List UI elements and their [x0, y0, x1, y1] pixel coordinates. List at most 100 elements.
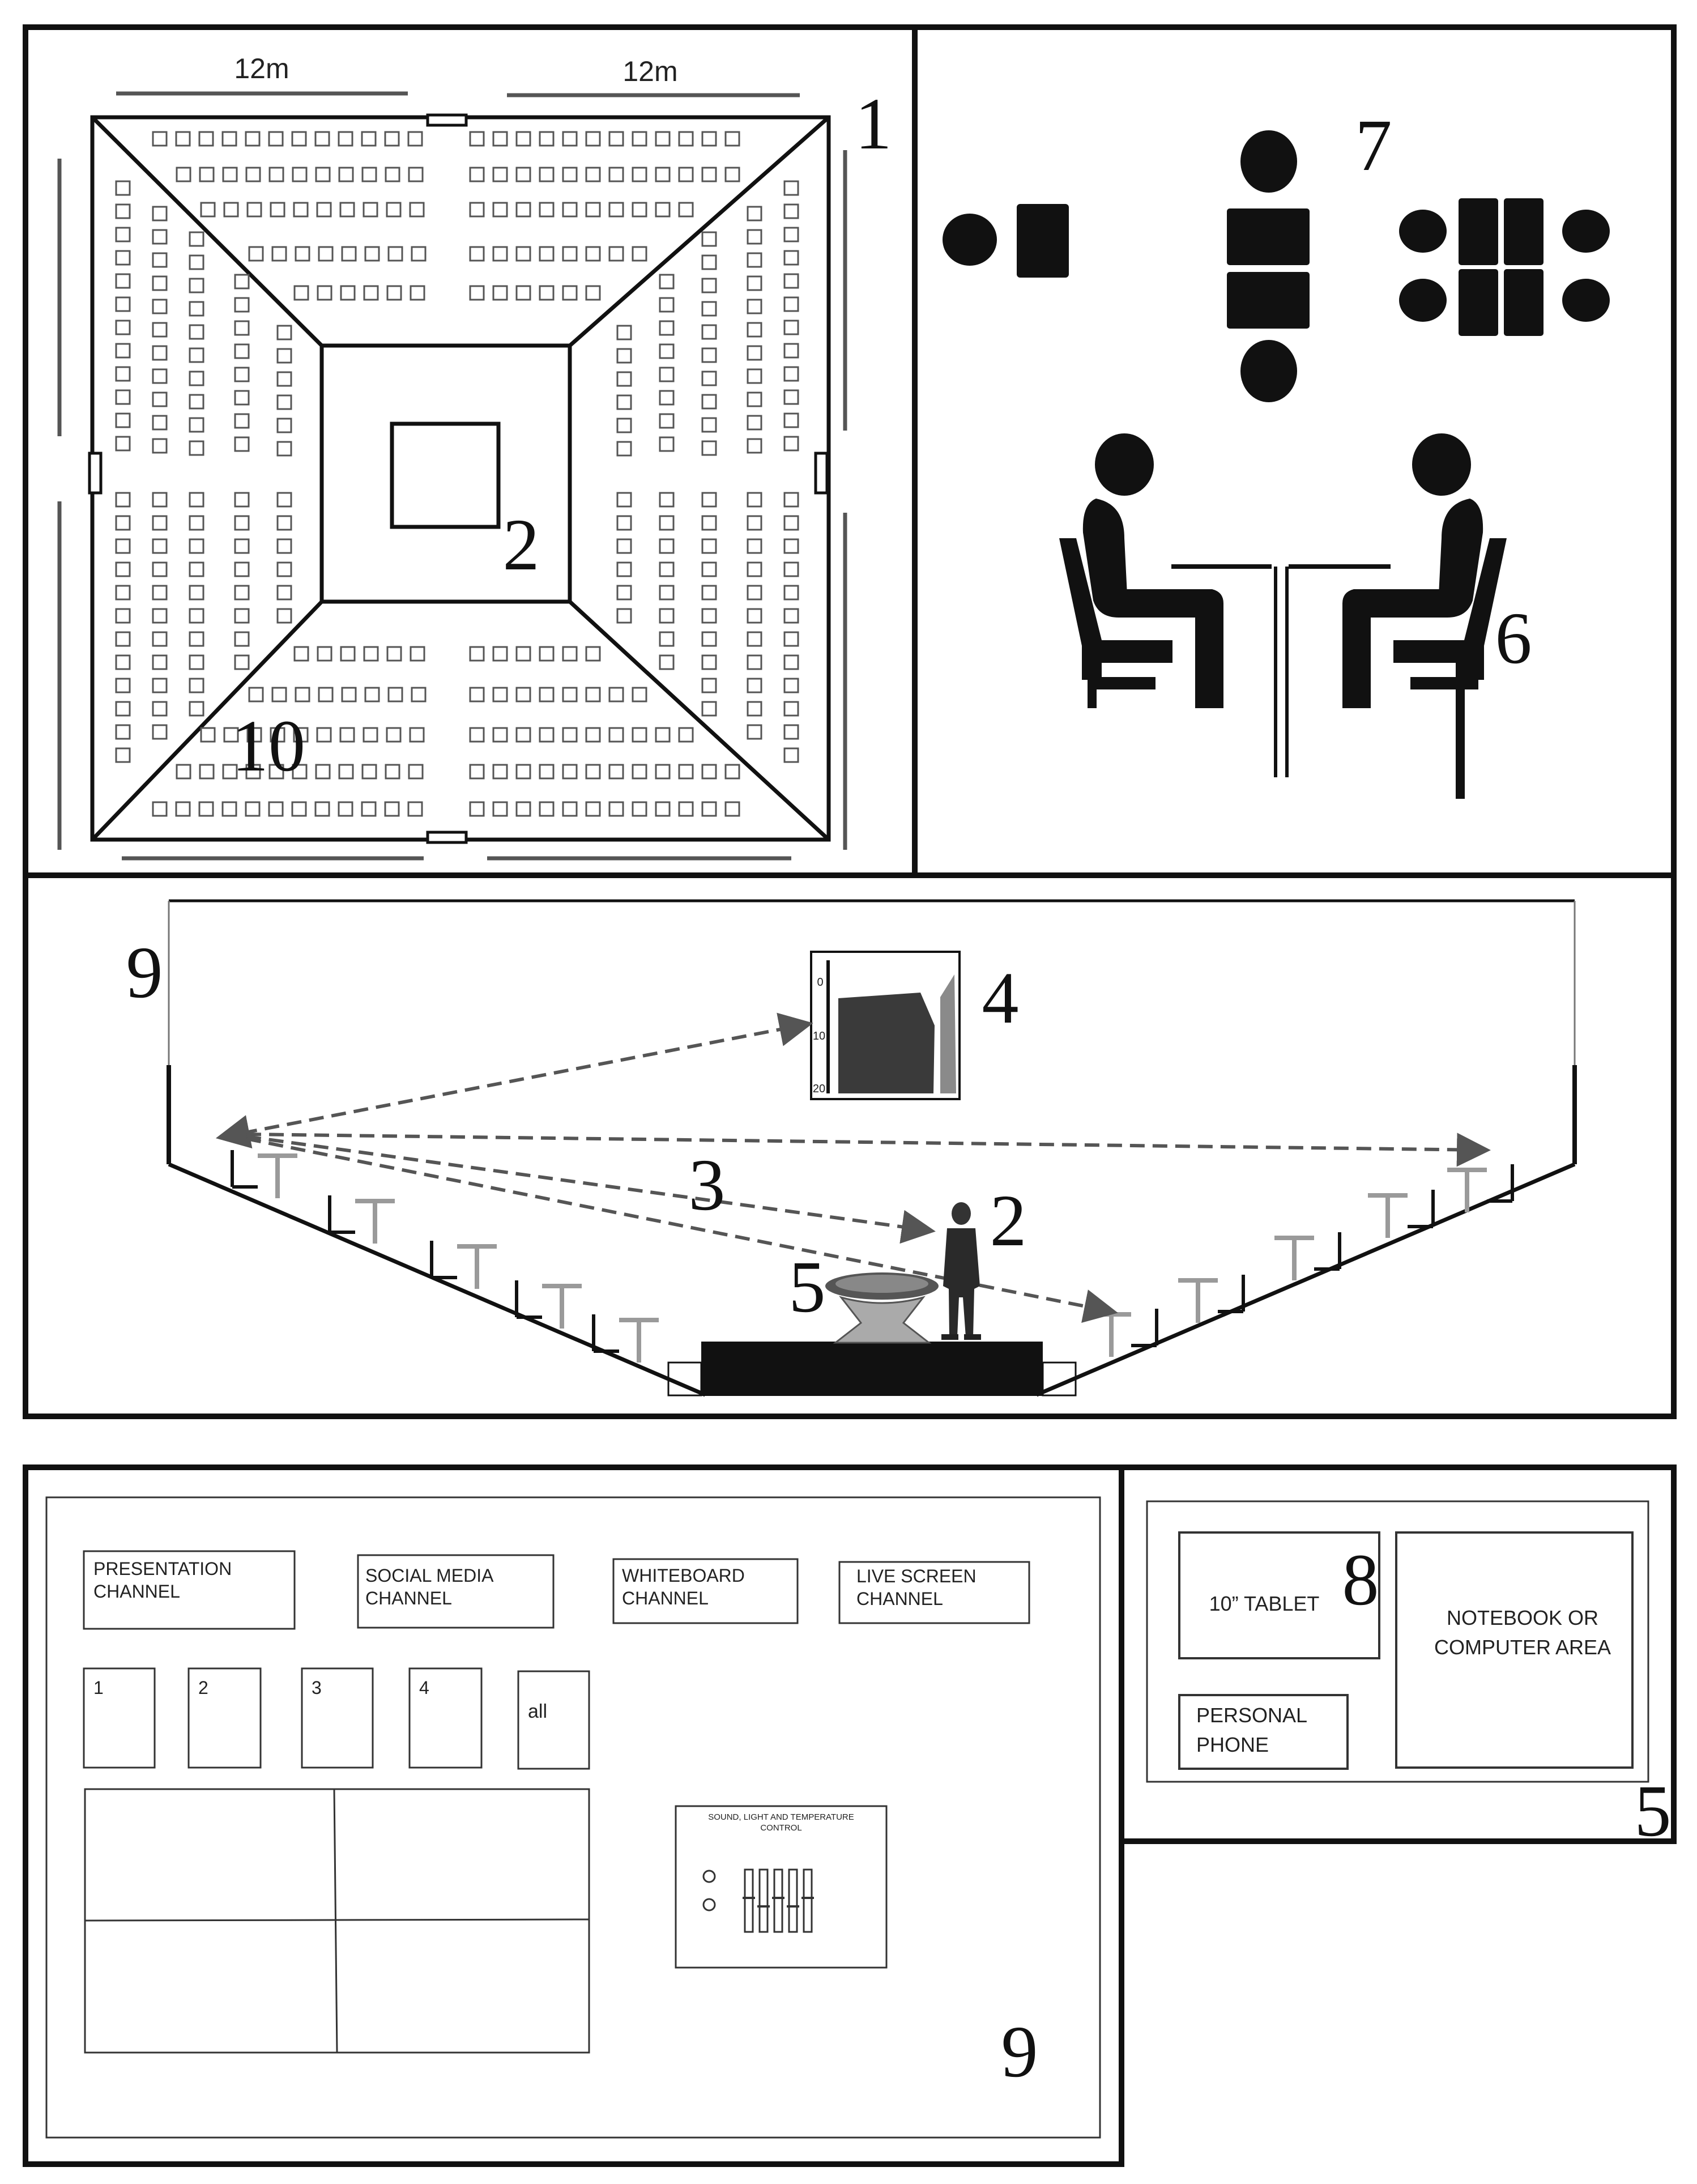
seat: [783, 320, 799, 335]
presentation-channel-button[interactable]: [83, 1550, 296, 1630]
seat: [316, 202, 332, 218]
seat: [189, 347, 204, 363]
seat: [659, 343, 675, 359]
seat: [245, 801, 261, 817]
seat: [221, 131, 237, 147]
seat: [234, 320, 250, 336]
seat: [234, 367, 250, 382]
screen-4-button[interactable]: [408, 1667, 483, 1769]
seat: [339, 202, 355, 218]
seat: [515, 246, 531, 262]
seat: [678, 202, 694, 218]
seat: [189, 301, 204, 317]
seat: [585, 646, 601, 662]
slider-track[interactable]: [803, 1868, 813, 1933]
seat: [747, 252, 762, 268]
seat: [539, 801, 555, 817]
slider-track[interactable]: [758, 1868, 769, 1933]
seat: [701, 301, 717, 317]
lectern: [390, 422, 501, 529]
lecturer-figure: [941, 1202, 981, 1340]
seat: [152, 801, 168, 817]
screen-2-label: 2: [198, 1678, 208, 1698]
seat: [469, 687, 485, 703]
seat: [659, 538, 675, 554]
seat: [291, 801, 307, 817]
seat: [189, 515, 204, 531]
seat: [363, 727, 378, 743]
seat: [515, 646, 531, 662]
seat: [115, 389, 131, 405]
seat: [361, 131, 377, 147]
seat: [223, 727, 239, 743]
seat: [152, 299, 168, 314]
screen-2-button[interactable]: [187, 1667, 262, 1769]
seat-icon: [1399, 279, 1447, 322]
seat: [115, 227, 131, 242]
seat: [115, 492, 131, 508]
control-sliders: [743, 1868, 814, 1933]
seat: [469, 202, 485, 218]
seat: [152, 391, 168, 407]
seat: [585, 167, 601, 182]
slider-track[interactable]: [744, 1868, 754, 1933]
screen-all-button[interactable]: [517, 1670, 590, 1770]
screen-all-label: all: [528, 1701, 547, 1722]
dimension-left-label: 12m: [234, 53, 289, 84]
seat: [293, 727, 309, 743]
tier-seat: [1178, 1275, 1245, 1323]
screen-3-label: 3: [312, 1678, 322, 1698]
seat: [234, 654, 250, 670]
seat: [585, 764, 601, 780]
stage-step-right: [1042, 1361, 1077, 1397]
seat: [276, 418, 292, 433]
seat: [724, 801, 740, 817]
slider-track[interactable]: [788, 1868, 798, 1933]
screen-1-button[interactable]: [83, 1667, 156, 1769]
seat: [410, 285, 425, 301]
seat: [316, 727, 332, 743]
seat: [245, 764, 261, 780]
seat: [407, 801, 423, 817]
control-knob-1[interactable]: [702, 1870, 716, 1883]
seat: [783, 203, 799, 219]
seat: [363, 202, 378, 218]
seat: [585, 727, 601, 743]
seat: [515, 167, 531, 182]
seat: [701, 608, 717, 624]
seat: [783, 631, 799, 647]
seat: [276, 585, 292, 601]
seat: [271, 687, 287, 703]
seat: [655, 764, 671, 780]
seat: [234, 608, 250, 624]
seat: [783, 585, 799, 601]
whiteboard-channel-button[interactable]: [612, 1558, 799, 1624]
seat: [293, 202, 309, 218]
live-screen-channel-button[interactable]: [838, 1561, 1030, 1624]
seat: [189, 701, 204, 717]
seat: [783, 515, 799, 531]
control-knob-2[interactable]: [702, 1898, 716, 1911]
seat: [655, 801, 671, 817]
screen-3-button[interactable]: [301, 1667, 374, 1769]
seat: [469, 764, 485, 780]
seat: [659, 515, 675, 531]
seat: [234, 390, 250, 406]
seat: [268, 131, 284, 147]
seat: [515, 801, 531, 817]
seat: [200, 202, 216, 218]
seat: [152, 678, 168, 693]
stage-platform: [701, 1342, 1043, 1396]
slider-track[interactable]: [773, 1868, 783, 1933]
seat: [469, 167, 485, 182]
seat: [492, 801, 508, 817]
social-media-channel-button[interactable]: [357, 1554, 555, 1629]
seat: [234, 492, 250, 508]
preview-grid[interactable]: [84, 1788, 590, 2054]
seat: [747, 492, 762, 508]
seat: [338, 764, 354, 780]
seat: [585, 131, 601, 147]
